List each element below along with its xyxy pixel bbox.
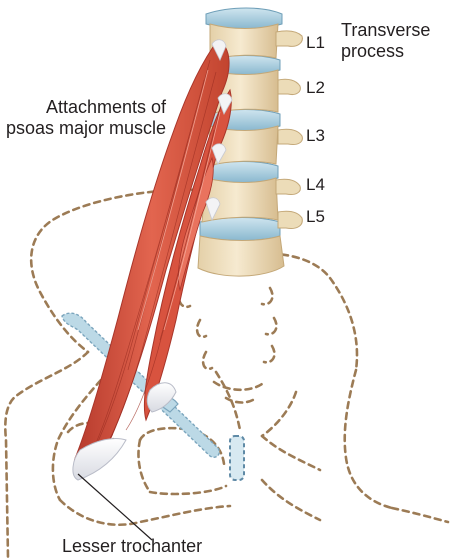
transverse-process-l4 [275, 178, 301, 195]
transverse-process-l1 [275, 30, 303, 47]
transverse-process-l5 [277, 210, 303, 229]
label-vertebra-l1: L1 [306, 33, 325, 52]
transverse-process-l3 [277, 128, 303, 145]
label-attachments-psoas: Attachments of psoas major muscle [5, 97, 166, 139]
label-transverse-process: Transverse process [341, 20, 431, 62]
vertebra-l5 [197, 235, 285, 277]
label-lesser-trochanter: Lesser trochanter [62, 536, 203, 556]
label-vertebra-l5: L5 [306, 207, 325, 226]
psoas-major-muscle [72, 39, 233, 481]
vertebra-l3 [207, 125, 279, 167]
lumbar-spine [197, 7, 303, 277]
label-vertebra-l3: L3 [306, 126, 325, 145]
lesser-trochanter-pointer [77, 473, 153, 541]
transverse-process-l2 [277, 78, 301, 95]
label-vertebra-l4: L4 [306, 175, 325, 194]
label-vertebra-l2: L2 [306, 78, 325, 97]
